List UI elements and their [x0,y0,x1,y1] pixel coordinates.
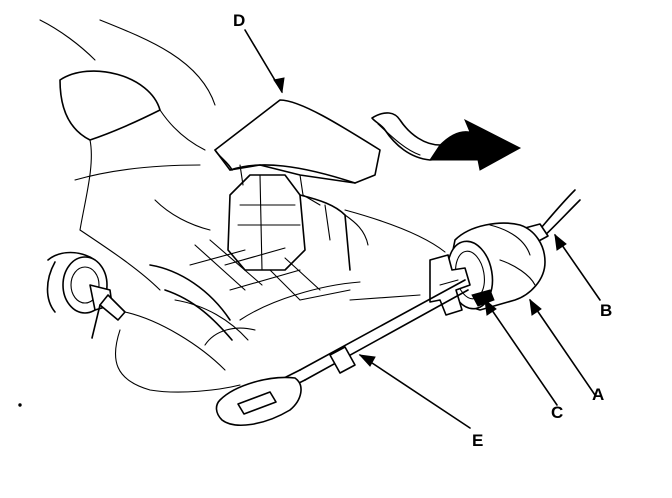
adjusting-rod-E [215,279,469,426]
label-C: C [551,403,563,422]
lock-clip-C [429,254,495,316]
leader-lines [244,29,601,429]
label-A: A [592,385,604,404]
console-structure [18,19,446,407]
label-E: E [472,431,483,450]
cover-lid-D [214,99,381,206]
label-D: D [233,11,245,30]
rotation-arrow [371,112,522,171]
label-B: B [600,301,612,320]
left-fitting-knob [46,251,226,371]
